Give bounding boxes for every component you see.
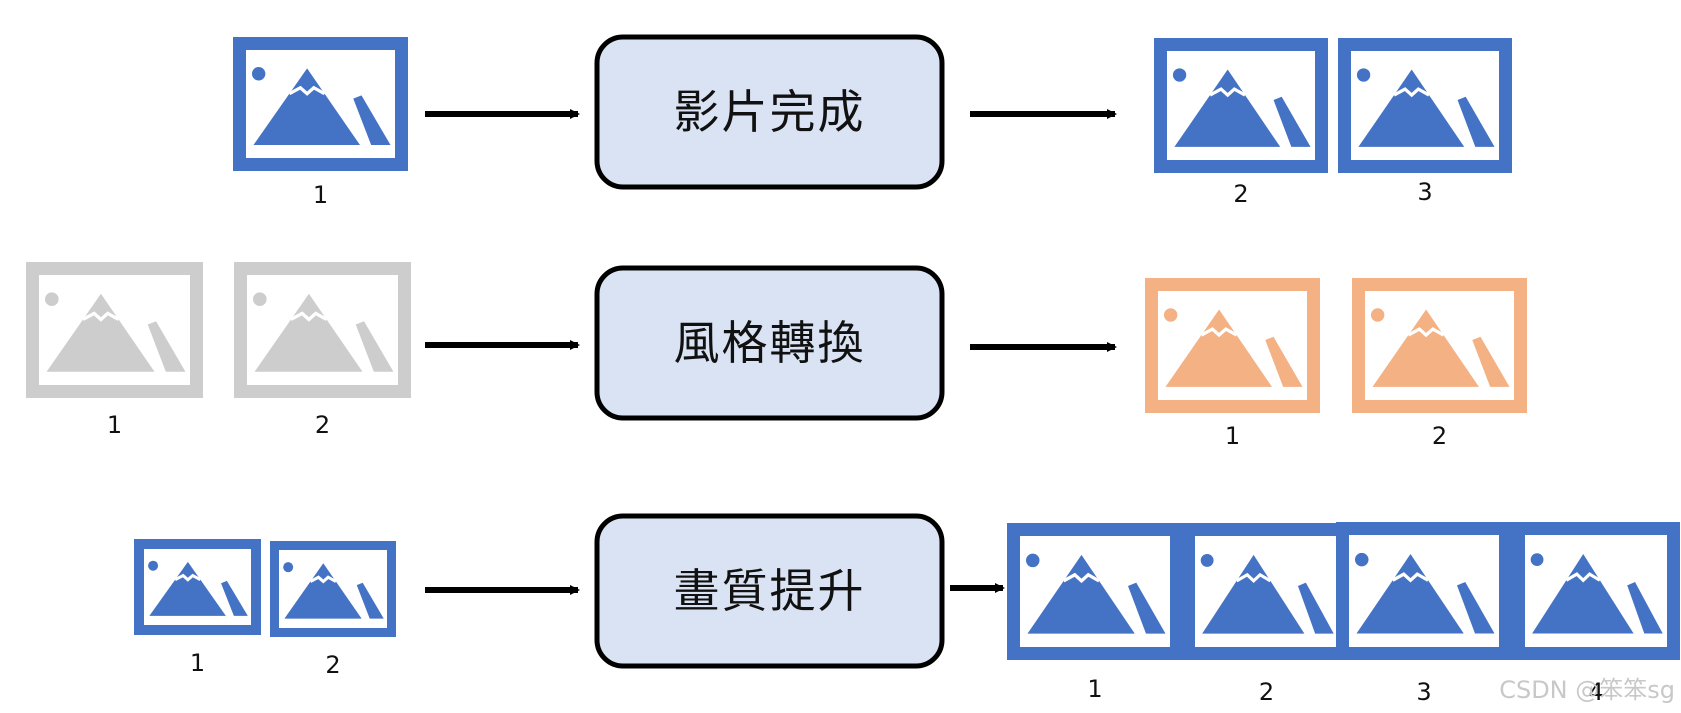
image-icon <box>1145 278 1320 413</box>
output-image-label: 1 <box>1225 422 1240 450</box>
image-icon <box>1512 522 1680 660</box>
output-image-label: 1 <box>1087 675 1102 703</box>
input-image-label: 1 <box>313 181 328 209</box>
image-icon <box>1154 38 1328 173</box>
image-icon <box>1007 523 1183 660</box>
input-image-label: 2 <box>315 411 330 439</box>
image-icon <box>1336 522 1512 660</box>
output-image-label: 3 <box>1416 678 1431 706</box>
image-icon <box>233 37 408 171</box>
input-image-label: 2 <box>325 651 340 679</box>
watermark: CSDN @笨笨sg <box>1499 676 1675 704</box>
input-image-label: 1 <box>190 649 205 677</box>
input-image-label: 1 <box>107 411 122 439</box>
image-icon <box>1338 38 1512 173</box>
image-icon <box>270 541 396 637</box>
process-label: 影片完成 <box>674 85 866 139</box>
output-image-label: 3 <box>1417 178 1432 206</box>
image-icon <box>234 262 411 398</box>
image-icon <box>134 539 261 635</box>
process-box: 影片完成 <box>594 34 945 190</box>
process-box: 畫質提升 <box>594 513 945 669</box>
output-image-label: 2 <box>1432 422 1447 450</box>
process-label: 風格轉換 <box>674 316 866 370</box>
image-icon <box>1182 523 1351 660</box>
process-box: 風格轉換 <box>594 265 945 421</box>
output-image-label: 2 <box>1233 180 1248 208</box>
output-image-label: 2 <box>1259 678 1274 706</box>
image-icon <box>26 262 203 398</box>
image-icon <box>1352 278 1527 413</box>
process-label: 畫質提升 <box>674 564 866 618</box>
output-image-label: 4 <box>1588 678 1603 706</box>
